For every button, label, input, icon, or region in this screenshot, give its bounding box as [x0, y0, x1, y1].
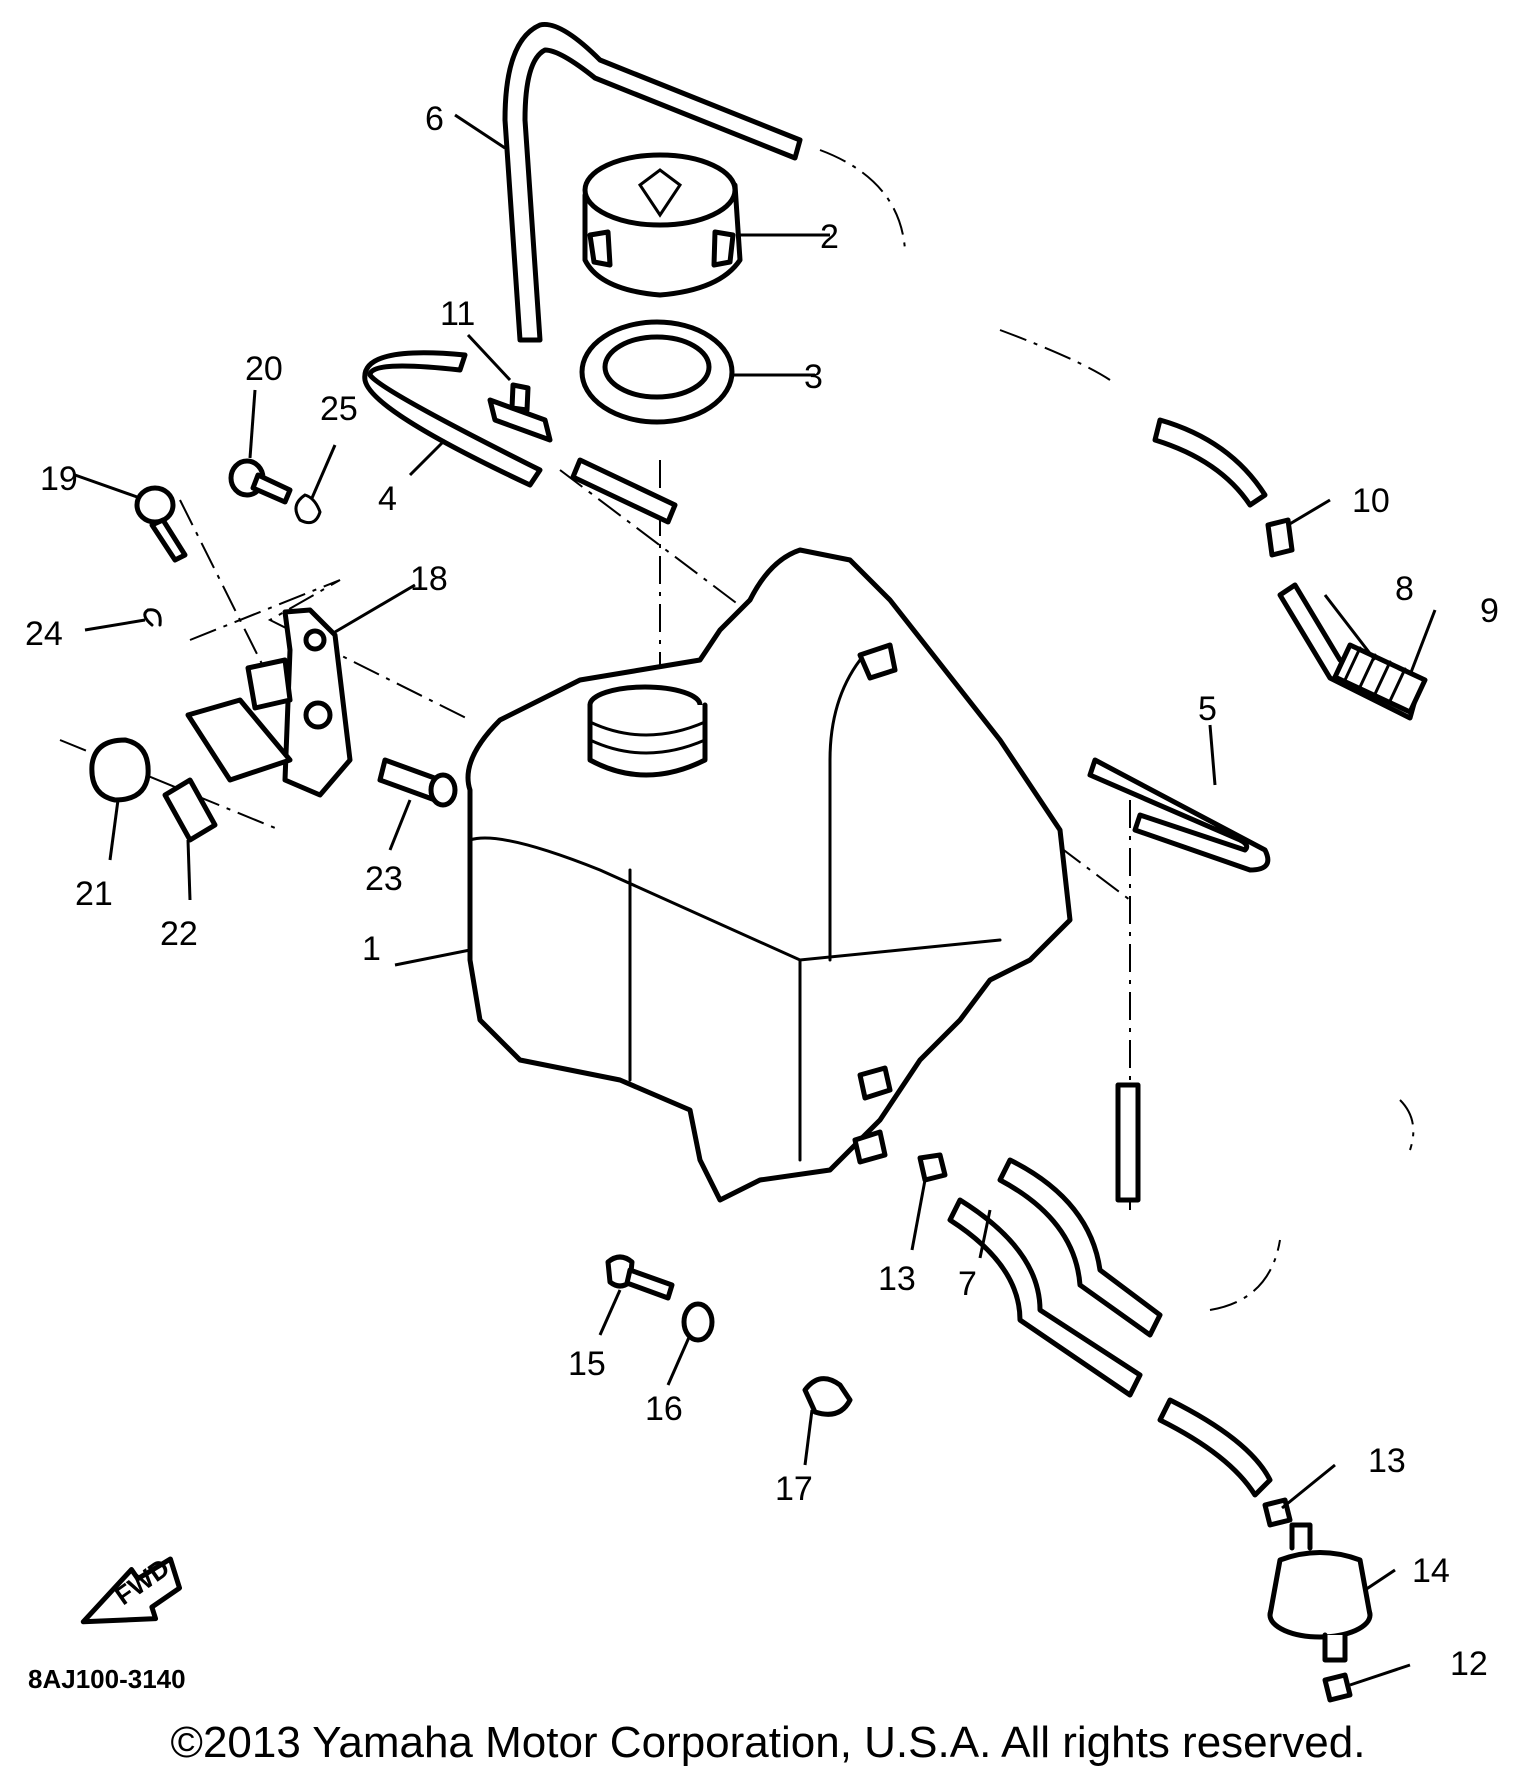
callout-21: 21 — [75, 875, 113, 913]
callout-7: 7 — [958, 1265, 977, 1303]
damper-part-21 — [89, 737, 151, 803]
leader-lines — [74, 113, 1437, 1687]
callout-6: 6 — [425, 100, 444, 138]
hose-part-7 — [947, 1082, 1273, 1498]
callout-12: 12 — [1450, 1645, 1488, 1683]
callout-24: 24 — [25, 615, 63, 653]
hose-part-6 — [502, 21, 803, 343]
clip-part-12 — [1322, 1672, 1353, 1703]
callout-2: 2 — [820, 218, 839, 256]
bolt-part-15 — [605, 1254, 675, 1301]
bolt-part-19 — [134, 485, 188, 563]
callout-25: 25 — [320, 390, 358, 428]
callout-5: 5 — [1198, 690, 1217, 728]
fitting-part-11 — [487, 382, 553, 443]
callout-14: 14 — [1412, 1552, 1450, 1590]
bolt-part-20 — [228, 458, 293, 505]
callout-11: 11 — [440, 295, 475, 333]
callout-18: 18 — [410, 560, 448, 598]
filter-part-14 — [1267, 1522, 1373, 1663]
callout-8: 8 — [1395, 570, 1414, 608]
callout-20: 20 — [245, 350, 283, 388]
clip-part-25 — [294, 493, 322, 525]
hose-part-4 — [362, 350, 543, 488]
callout-4: 4 — [378, 480, 397, 518]
callout-1: 1 — [362, 930, 381, 968]
clip-part-13-a — [917, 1152, 948, 1183]
bolt-part-23 — [377, 757, 458, 808]
hose-segment-upper — [570, 457, 678, 525]
callout-19: 19 — [40, 460, 78, 498]
grommet-part-17 — [802, 1376, 853, 1417]
callout-10: 10 — [1352, 482, 1390, 520]
callout-3: 3 — [804, 358, 823, 396]
fwd-arrow-icon: FWD — [80, 1552, 183, 1625]
cap-part-2 — [582, 152, 743, 298]
callout-15: 15 — [568, 1345, 606, 1383]
callout-13-b: 13 — [1368, 1442, 1406, 1480]
callout-17: 17 — [775, 1470, 813, 1508]
copyright-notice: ©2013 Yamaha Motor Corporation, U.S.A. A… — [170, 1718, 1366, 1767]
callout-labels: 1 2 3 4 5 6 7 8 9 10 11 12 13 13 14 15 1… — [25, 100, 1499, 1683]
hose-part-5 — [1087, 757, 1271, 873]
joint-part-10 — [1265, 517, 1295, 558]
callout-22: 22 — [160, 915, 198, 953]
diagram-code: 8AJ100-3140 — [28, 1664, 186, 1694]
callout-23: 23 — [365, 860, 403, 898]
callout-13-a: 13 — [878, 1260, 916, 1298]
spring-part-9 — [1332, 642, 1428, 715]
tank-part-1 — [465, 547, 1073, 1203]
gasket-part-3 — [579, 319, 735, 425]
hose-segment-right — [1152, 417, 1268, 508]
callout-16: 16 — [645, 1390, 683, 1428]
callout-9: 9 — [1480, 592, 1499, 630]
collar-part-22 — [162, 777, 218, 843]
bracket-part-18 — [185, 607, 353, 798]
collar-part-16 — [681, 1301, 715, 1343]
clip-part-24 — [143, 608, 162, 627]
